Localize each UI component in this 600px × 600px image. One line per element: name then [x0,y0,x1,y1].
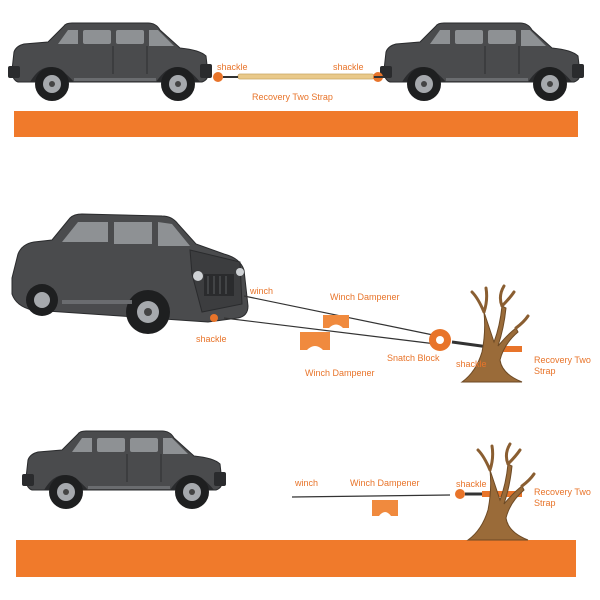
winch-dampener-upper-icon [323,315,349,328]
label-shackle-bottom: shackle [456,479,487,489]
label-winch-middle: winch [250,286,274,296]
winch-dampener-bottom-icon [372,500,398,516]
label-recovery-strap-top: Recovery Two Strap [252,92,333,102]
shackle-middle-icon [210,314,218,322]
label-winch-bottom: winch [295,478,319,488]
label-winch-dampener-bottom-scene: Winch Dampener [350,478,420,488]
tree-strap-middle [488,346,522,352]
ground-platform-top [14,111,578,137]
label-recovery-strap-bottom: Recovery Two Strap [534,487,591,508]
recovery-strap-top [237,73,375,80]
vehicle-right-top [379,22,585,102]
label-snatch-block: Snatch Block [387,353,440,363]
shackle-left-icon [213,72,223,82]
label-shackle-middle: shackle [196,334,227,344]
shackle-bottom-icon [455,489,465,499]
label-winch-dampener-top: Winch Dampener [330,292,400,302]
label-recovery-strap-middle: Recovery Two Strap [534,355,591,376]
winch-line-bottom [291,494,451,498]
label-shackle-tree: shackle [456,359,487,369]
ground-platform-bottom [16,540,576,577]
winch-dampener-lower-icon [300,332,330,350]
label-shackle-left: shackle [217,62,248,72]
vehicle-bottom [21,430,227,510]
label-winch-dampener-bottom: Winch Dampener [305,368,375,378]
label-shackle-right: shackle [333,62,364,72]
vehicle-left-top [7,22,213,102]
winch-line-lower [223,317,437,345]
